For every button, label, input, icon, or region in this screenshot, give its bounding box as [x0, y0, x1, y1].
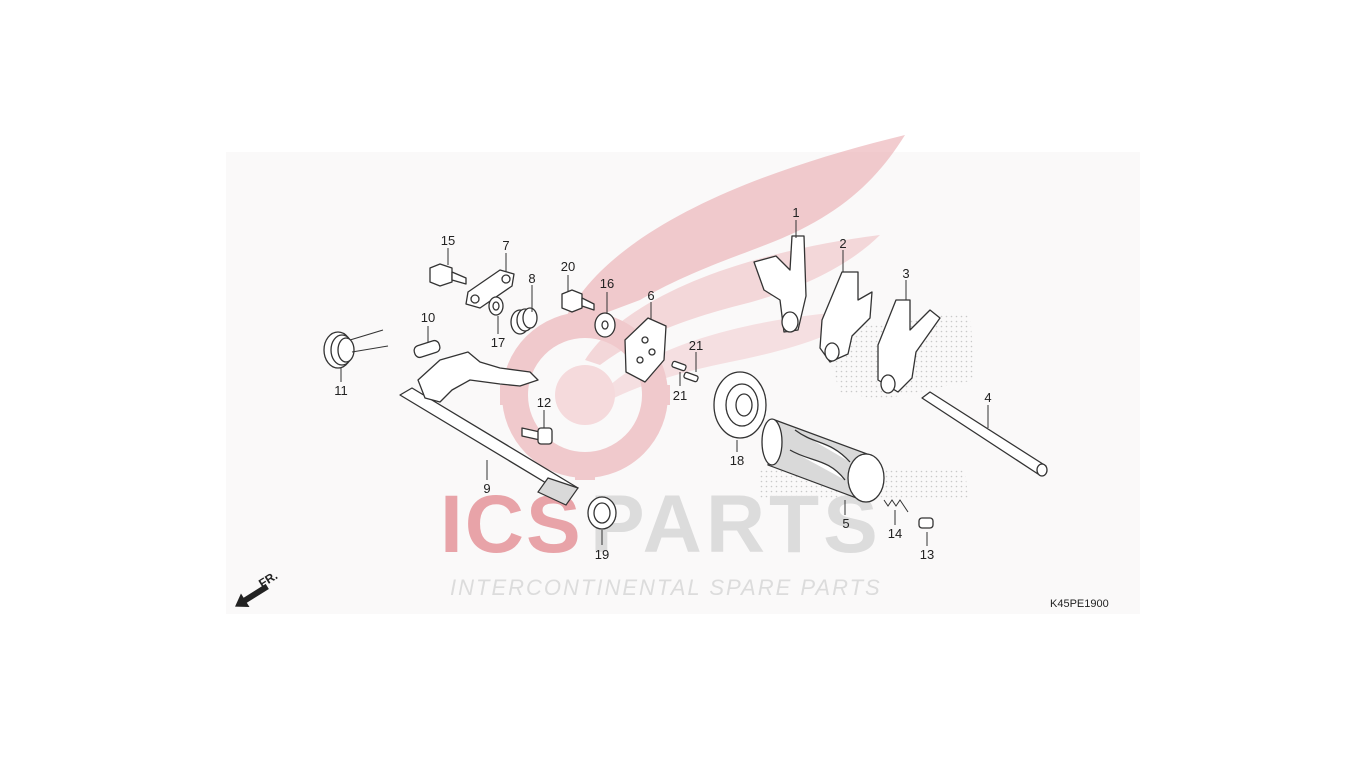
- part-19-oil-seal[interactable]: [587, 496, 617, 530]
- callout-16: 16: [600, 276, 614, 291]
- callout-18: 18: [730, 453, 744, 468]
- part-4-fork-shaft[interactable]: [921, 391, 1048, 477]
- callout-15: 15: [441, 233, 455, 248]
- callout-8: 8: [528, 271, 535, 286]
- part-8-spring[interactable]: [510, 307, 538, 335]
- callout-21-upper: 21: [689, 338, 703, 353]
- callout-17: 17: [491, 335, 505, 350]
- part-5-shift-drum[interactable]: [761, 418, 885, 503]
- callout-9: 9: [483, 481, 490, 496]
- callout-14: 14: [888, 526, 902, 541]
- part-10-spring[interactable]: [413, 339, 441, 359]
- part-7-stopper-arm[interactable]: [465, 269, 515, 309]
- part-3-shift-fork[interactable]: [877, 299, 941, 394]
- callout-13: 13: [920, 547, 934, 562]
- front-direction-indicator: FR.: [235, 568, 280, 608]
- callout-labels: 1 2 3 4 5 6 7 8 9 10 11 12 13 14 15 16 1…: [334, 205, 991, 562]
- callout-21-lower: 21: [673, 388, 687, 403]
- part-13-pin[interactable]: [918, 517, 934, 529]
- callout-3: 3: [902, 266, 909, 281]
- logo-text-parts: PARTS: [590, 479, 882, 570]
- callout-1: 1: [792, 205, 799, 220]
- callout-19: 19: [595, 547, 609, 562]
- part-21-pins[interactable]: [671, 360, 699, 383]
- front-arrow-icon: [235, 583, 269, 608]
- callout-10: 10: [421, 310, 435, 325]
- callout-11: 11: [334, 383, 348, 398]
- part-16-washer[interactable]: [594, 312, 616, 338]
- front-label: FR.: [256, 568, 280, 590]
- part-9-shift-shaft[interactable]: [399, 351, 579, 506]
- part-12-bolt[interactable]: [521, 427, 553, 445]
- diagram-code: K45PE1900: [1050, 598, 1109, 610]
- logo-tagline: INTERCONTINENTAL SPARE PARTS: [450, 575, 882, 600]
- callout-12: 12: [537, 395, 551, 410]
- part-1-shift-fork[interactable]: [753, 235, 807, 333]
- part-14-spring[interactable]: [883, 499, 909, 513]
- part-20-bolt[interactable]: [561, 289, 595, 313]
- part-6-drum-center[interactable]: [624, 317, 667, 383]
- callout-4: 4: [984, 390, 991, 405]
- part-2-shift-fork[interactable]: [819, 271, 873, 363]
- part-15-bolt[interactable]: [429, 263, 467, 287]
- callout-5: 5: [842, 516, 849, 531]
- part-11-spring[interactable]: [323, 329, 389, 369]
- callout-2: 2: [839, 236, 846, 251]
- part-17-washer[interactable]: [488, 296, 504, 316]
- ics-parts-logo: ICS PARTS INTERCONTINENTAL SPARE PARTS: [440, 479, 882, 600]
- callout-7: 7: [502, 238, 509, 253]
- callout-20: 20: [561, 259, 575, 274]
- part-18-bearing[interactable]: [713, 371, 767, 439]
- callout-6: 6: [647, 288, 654, 303]
- leader-lines: [340, 220, 989, 546]
- wing-logo-watermark: [500, 135, 905, 480]
